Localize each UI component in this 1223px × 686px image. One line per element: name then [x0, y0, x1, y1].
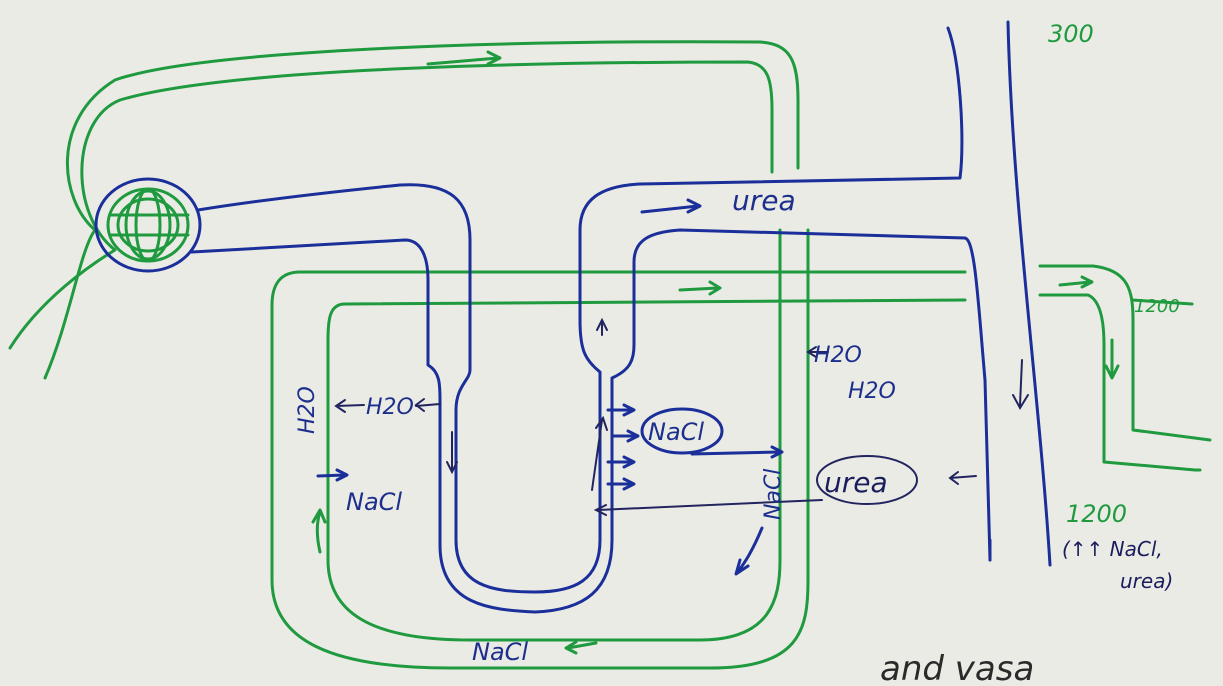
vasa-outer-loop: [272, 230, 965, 668]
h2o-right-label-a: H2O: [814, 343, 862, 368]
bottom-note-line1: (↑↑ NaCl,: [1062, 537, 1163, 561]
arrow-icon: [313, 510, 325, 552]
caption-partial: and vasa: [880, 649, 1034, 686]
urea-circled-label: urea: [824, 466, 888, 499]
flow-arrows: [313, 52, 1200, 653]
arrow-icon: [680, 282, 720, 294]
urea-top-label: urea: [732, 184, 796, 217]
nacl-center-label: NaCl: [648, 418, 704, 446]
vasa-recta: [10, 42, 1210, 668]
bottom-note-line2: urea): [1120, 569, 1173, 593]
arrow-icon: [416, 399, 440, 411]
nacl-left-label: NaCl: [346, 488, 402, 516]
arrow-icon: [950, 472, 976, 484]
nacl-bottom-label: NaCl: [472, 638, 528, 666]
right-green-vessel-lower: [1040, 295, 1195, 470]
arrow-icon: [1106, 340, 1118, 378]
nephron-tubule: [192, 22, 1050, 612]
h2o-left-label: H2O: [366, 395, 414, 420]
arrow-icon: [318, 470, 347, 480]
arrow-icon: [428, 52, 500, 64]
arrow-icon: [1060, 277, 1092, 287]
tubule-outer-wall: [198, 28, 962, 592]
arrow-icon: [642, 200, 700, 212]
right-green-vessel-upper: [1040, 266, 1210, 440]
top-osmolarity: 300: [1048, 20, 1094, 48]
vasa-inner-loop: [328, 230, 965, 640]
h2o-right-label-b: H2O: [848, 379, 896, 404]
arrow-icon: [596, 500, 822, 515]
arrow-icon: [612, 431, 638, 441]
arrow-icon: [566, 642, 596, 653]
arrow-icon: [1013, 360, 1028, 408]
nacl-vertical-label: NaCl: [761, 469, 786, 520]
arrow-icon: [736, 528, 762, 574]
glomerulus-icon: [96, 179, 200, 271]
arrow-icon: [336, 400, 364, 412]
h2o-left-vertical: H2O: [295, 386, 320, 434]
bottom-osmolarity: 1200: [1066, 500, 1127, 528]
struck-value: 1200: [1134, 296, 1180, 317]
arrow-icon: [597, 320, 607, 335]
